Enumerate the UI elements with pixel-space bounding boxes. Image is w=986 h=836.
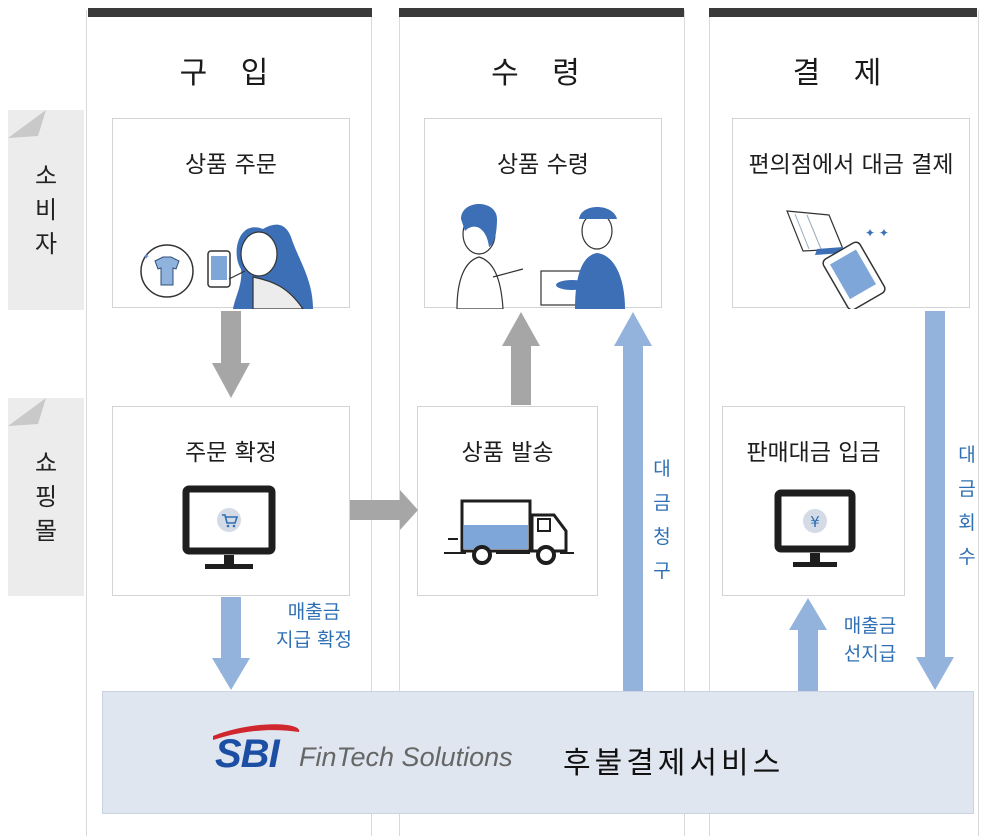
- monitor-yen-icon: ¥: [774, 489, 856, 567]
- svg-text:✦ ✦: ✦ ✦: [865, 226, 889, 240]
- role-consumer-label: 소 비 자: [34, 162, 58, 258]
- card-store-payment-title: 편의점에서 대금 결제: [748, 152, 954, 178]
- label-payment-request: 대 금 청 구: [653, 458, 671, 582]
- label-payment-collect: 대 금 회 수: [958, 444, 976, 568]
- svg-text:✦: ✦: [143, 252, 150, 261]
- truck-icon: [444, 499, 574, 565]
- column-title-receive: 수 령: [491, 56, 592, 91]
- card-product-receipt: 상품 수령: [424, 118, 662, 309]
- sbi-logo: SBI: [215, 732, 280, 776]
- fold-corner-icon: [8, 398, 84, 596]
- column-header-bar: [88, 8, 372, 17]
- card-order-confirm-title: 주문 확정: [185, 440, 277, 466]
- phone-scan-icon: ✦ ✦: [786, 210, 889, 309]
- card-sales-deposit: 판매대금 입금 ¥: [722, 406, 905, 596]
- card-product-order: 상품 주문 ✦: [112, 118, 350, 309]
- role-shopping-mall: 쇼 핑 몰: [8, 398, 84, 596]
- column-title-payment: 결 제: [792, 56, 894, 91]
- arrow-down-blue: [212, 597, 250, 690]
- column-header-bar: [399, 8, 684, 17]
- column-title-purchase: 구 입: [179, 56, 281, 91]
- fold-corner-icon: [8, 110, 84, 310]
- card-product-ship-title: 상품 발송: [461, 440, 554, 466]
- yen-icon: ¥: [810, 513, 820, 531]
- monitor-cart-icon: [182, 485, 276, 569]
- card-store-payment: 편의점에서 대금 결제 ✦ ✦: [732, 118, 970, 309]
- arrow-up-gray: [502, 312, 540, 405]
- delivery-handover-icon: [456, 204, 625, 309]
- card-order-confirm: 주문 확정: [112, 406, 350, 596]
- woman-with-phone-icon: ✦: [140, 224, 313, 309]
- label-sales-confirm: 매출금 지급 확정: [276, 601, 352, 651]
- role-shopping-mall-label: 쇼 핑 몰: [34, 449, 58, 545]
- arrow-down-gray: [212, 311, 250, 398]
- card-sales-deposit-title: 판매대금 입금: [746, 440, 881, 466]
- service-name: 후불결제서비스: [563, 746, 785, 781]
- sbi-swoosh-icon: [213, 724, 300, 740]
- arrow-down-blue: [916, 311, 954, 690]
- card-product-receipt-title: 상품 수령: [497, 152, 589, 178]
- role-consumer: 소 비 자: [8, 110, 84, 310]
- fintech-solutions-logo: FinTech Solutions: [299, 742, 513, 772]
- card-product-ship: 상품 발송: [417, 406, 598, 596]
- arrow-right-gray: [350, 490, 418, 530]
- service-box: SBI FinTech Solutions 후불결제서비스: [102, 691, 974, 814]
- arrow-up-blue: [789, 598, 827, 691]
- card-product-order-title: 상품 주문: [185, 152, 277, 178]
- label-prepay: 매출금 선지급: [843, 615, 897, 665]
- arrow-up-blue: [614, 312, 652, 691]
- column-header-bar: [709, 8, 977, 17]
